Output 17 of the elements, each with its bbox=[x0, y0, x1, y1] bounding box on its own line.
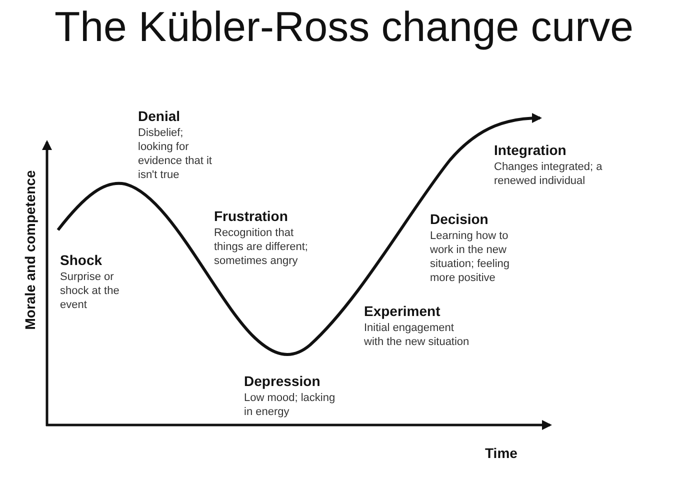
stage-description: Low mood; lacking in energy bbox=[244, 391, 336, 419]
stage-heading: Decision bbox=[430, 211, 488, 227]
stage-heading: Frustration bbox=[214, 208, 288, 224]
stage-description: Changes integrated; a renewed individual bbox=[494, 160, 604, 188]
stage-heading: Experiment bbox=[364, 303, 440, 319]
stage-description: Disbelief; looking for evidence that it isn't true bbox=[138, 126, 213, 182]
stage-heading: Integration bbox=[494, 142, 566, 158]
stage-heading: Depression bbox=[244, 373, 320, 389]
stage-heading: Denial bbox=[138, 108, 180, 124]
stage-description: Learning how to work in the new situation; feeling more positive bbox=[430, 229, 510, 285]
stage-description: Surprise or shock at the event bbox=[60, 270, 120, 312]
title: The Kübler-Ross change curve bbox=[54, 2, 634, 52]
stage-description: Recognition that things are different; sometimes angry bbox=[214, 226, 309, 268]
axis-label: Time bbox=[485, 445, 518, 461]
stage-heading: Shock bbox=[60, 252, 102, 268]
stage-description: Initial engagement with the new situation bbox=[364, 321, 470, 349]
axis-label: Morale and competence bbox=[22, 170, 38, 330]
